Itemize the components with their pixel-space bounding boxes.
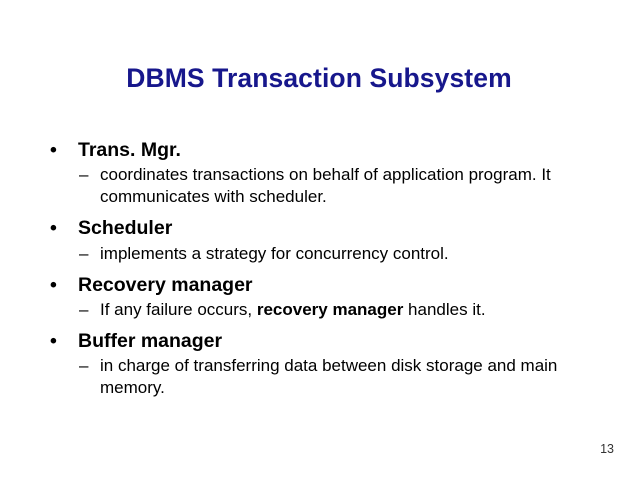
- list-item-label: Trans. Mgr.: [78, 139, 181, 161]
- bullet-icon: •: [50, 273, 57, 296]
- dash-bullet-icon: –: [79, 356, 89, 376]
- list-item-label: Scheduler: [78, 217, 173, 240]
- sub-list-item-text: coordinates transactions on behalf of ap…: [100, 165, 551, 207]
- sub-list-item-text: in charge of transferring data between d…: [100, 356, 558, 398]
- list-item: • Buffer manager: [46, 329, 602, 353]
- dash-bullet-icon: –: [79, 243, 89, 263]
- list-item: • Scheduler: [46, 216, 602, 240]
- bullet-icon: •: [50, 329, 57, 352]
- dash-bullet-icon: –: [79, 299, 89, 319]
- sub-list-item: – If any failure occurs, recovery manage…: [46, 299, 602, 321]
- bullet-icon: •: [50, 139, 57, 161]
- sub-list-item: – implements a strategy for concurrency …: [46, 243, 602, 265]
- sub-list-item: – in charge of transferring data between…: [46, 355, 602, 399]
- list-item: • Recovery manager: [46, 273, 602, 297]
- list-item-label: Buffer manager: [78, 329, 223, 352]
- list-item: • Trans. Mgr.: [46, 138, 602, 162]
- bullet-list: • Trans. Mgr. – coordinates transactions…: [46, 138, 602, 399]
- page-number: 13: [600, 441, 614, 456]
- page-title: DBMS Transaction Subsystem: [126, 63, 512, 93]
- list-item-label: Recovery manager: [78, 273, 253, 296]
- dash-bullet-icon: –: [79, 165, 89, 185]
- bullet-icon: •: [50, 217, 57, 240]
- sub-list-item: – coordinates transactions on behalf of …: [46, 164, 602, 208]
- sub-list-item-text: implements a strategy for concurrency co…: [100, 243, 449, 263]
- sub-list-item-text: If any failure occurs, recovery manager …: [100, 299, 486, 319]
